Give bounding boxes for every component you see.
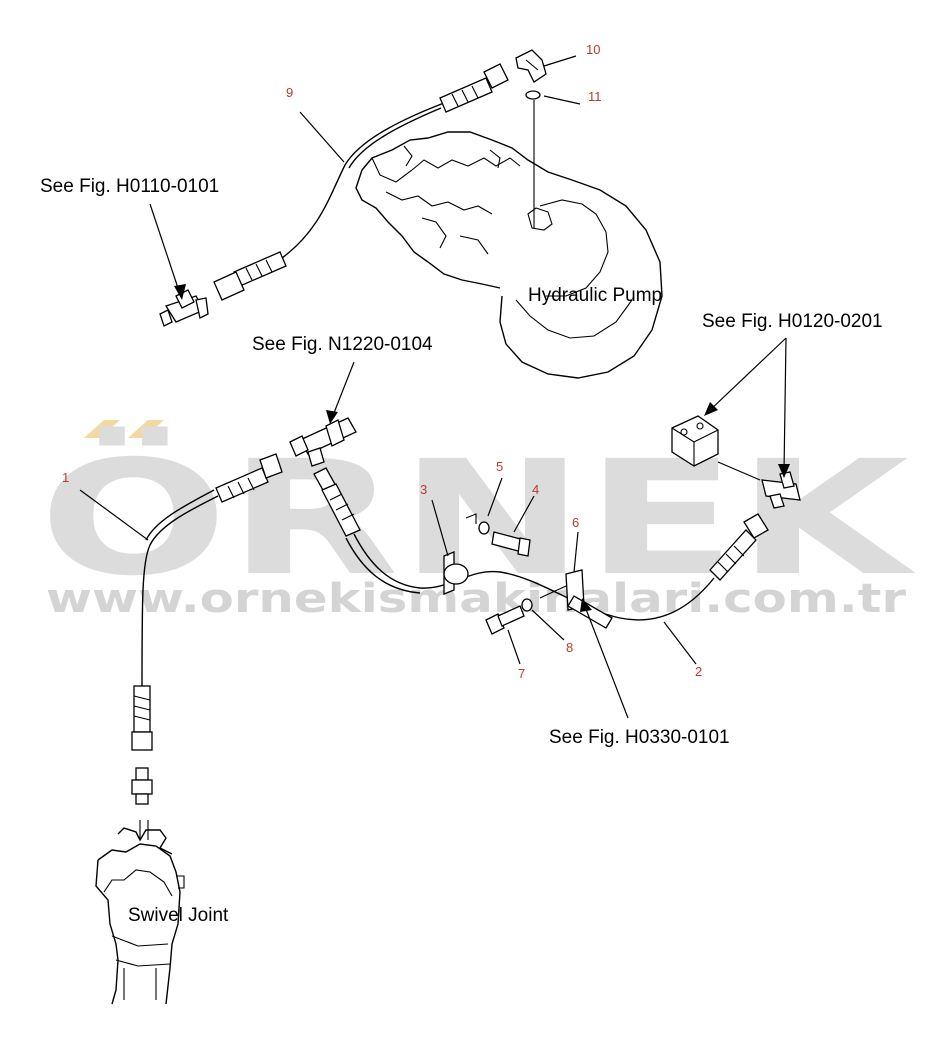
reference-arrows <box>149 203 790 719</box>
label-see-h0330: See Fig. H0330-0101 <box>549 727 730 748</box>
label-see-h0120: See Fig. H0120-0201 <box>702 311 883 332</box>
watermark-accent-right <box>128 420 164 438</box>
arrow-head-h0330 <box>580 598 592 612</box>
washer-5 <box>478 521 490 535</box>
callout-6: 6 <box>572 515 579 530</box>
label-see-n1220: See Fig. N1220-0104 <box>252 334 433 355</box>
hose-2-fitting <box>709 513 769 581</box>
callout-4: 4 <box>532 482 539 497</box>
clamp-6 <box>539 569 613 629</box>
watermark-accent-left <box>84 420 120 438</box>
bolt-7 <box>485 605 525 635</box>
watermark-brand: ÖRNEK <box>39 425 917 611</box>
callout-2: 2 <box>695 664 702 679</box>
washer-8 <box>521 598 533 612</box>
hose-1 <box>131 453 283 751</box>
arrow-head-n1220 <box>326 410 338 424</box>
valve-block <box>671 415 761 481</box>
hose-9-lower-fitting <box>213 251 287 301</box>
arrow-head-h0120-b <box>778 464 790 478</box>
hose-1-lower-fitting <box>131 685 153 751</box>
label-hydraulic-pump: Hydraulic Pump <box>528 285 662 306</box>
hydraulic-pump-drawing <box>355 131 663 379</box>
connector-fitting <box>131 767 153 805</box>
label-see-h0110: See Fig. H0110-0101 <box>40 176 219 197</box>
callout-7: 7 <box>518 666 525 681</box>
callout-9: 9 <box>286 85 293 100</box>
tee-fitting-n1220 <box>289 417 357 467</box>
leader-lines <box>79 55 697 665</box>
swivel-joint-drawing <box>95 820 185 1005</box>
callout-5: 5 <box>496 459 503 474</box>
hose-2 <box>709 513 769 581</box>
hose-center-fitting <box>313 467 361 537</box>
watermark: ÖRNEK www.ornekismakinalari.com.tr <box>39 420 917 622</box>
hose-9 <box>213 63 509 301</box>
clamp-3 <box>443 513 477 595</box>
callout-11: 11 <box>588 89 602 104</box>
hose-9-upper-fitting <box>439 63 509 113</box>
hose-1-upper-fitting <box>215 453 283 503</box>
callout-3: 3 <box>420 482 427 497</box>
watermark-url: www.ornekismakinalari.com.tr <box>46 576 906 622</box>
callout-10: 10 <box>586 42 600 57</box>
label-swivel-joint: Swivel Joint <box>128 905 229 926</box>
arrow-head-h0120-a <box>704 402 718 416</box>
bolt-4 <box>491 531 531 557</box>
callout-1: 1 <box>62 470 69 485</box>
hose-center <box>313 467 715 621</box>
o-ring-11 <box>525 90 541 100</box>
callout-8: 8 <box>566 640 573 655</box>
elbow-fitting-10 <box>515 49 547 83</box>
callout-numbers: 1 2 3 4 5 6 7 8 9 10 11 <box>62 42 702 681</box>
text-labels: Hydraulic Pump Swivel Joint See Fig. H01… <box>40 176 883 926</box>
arrow-head-h0110 <box>174 284 186 300</box>
tee-fitting-h0110 <box>159 289 209 327</box>
